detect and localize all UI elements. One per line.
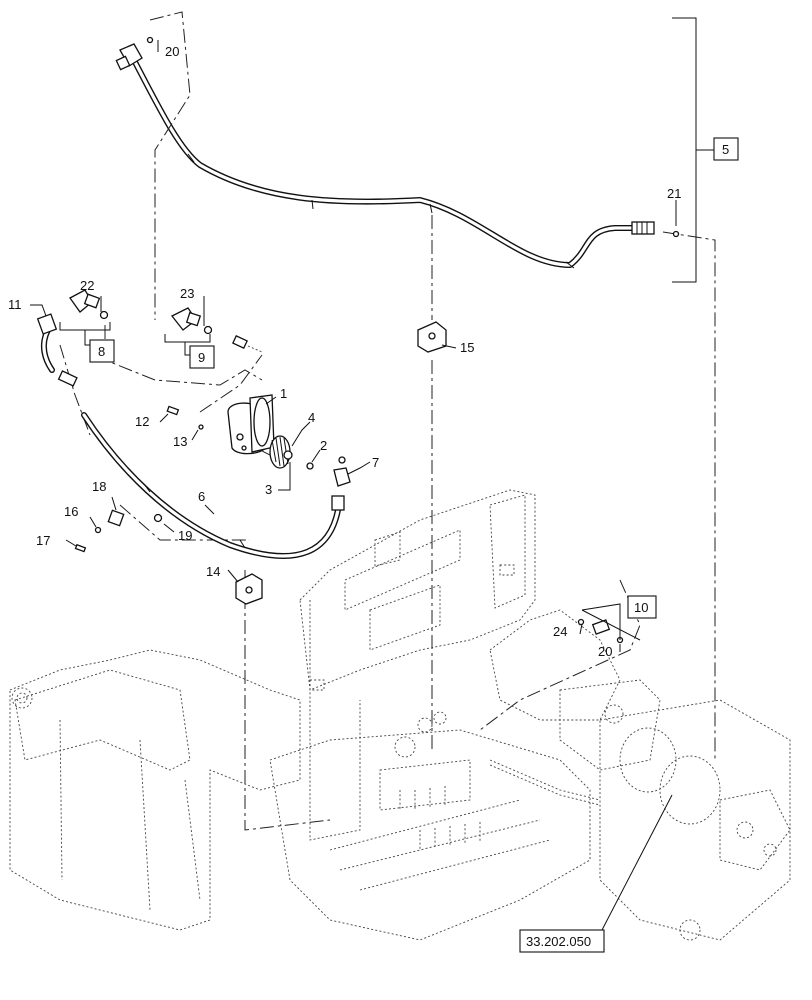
callout-19: 19 <box>178 528 192 543</box>
callout-7: 7 <box>372 455 379 470</box>
box-5 <box>713 137 739 161</box>
callout-20-top: 20 <box>165 44 179 59</box>
box-8-label: 8 <box>98 344 105 359</box>
callout-18: 18 <box>92 479 106 494</box>
callout-leaders <box>30 40 677 931</box>
box-9-label: 9 <box>198 350 205 365</box>
callout-2: 2 <box>320 438 327 453</box>
box-5-label: 5 <box>722 142 729 157</box>
machine-frame-phantom <box>9 489 791 941</box>
box-10-label: 10 <box>634 600 648 615</box>
callout-14: 14 <box>206 564 220 579</box>
callout-21: 21 <box>667 186 681 201</box>
small-hardware <box>74 36 680 644</box>
callout-6: 6 <box>198 489 205 504</box>
callout-24: 24 <box>553 624 567 639</box>
motor-gear-assembly <box>166 394 314 470</box>
callout-4: 4 <box>308 410 315 425</box>
clamp-15 <box>417 321 447 353</box>
upper-hose-assembly <box>115 43 655 269</box>
fitting-assembly-8 <box>59 289 111 346</box>
clamp-14 <box>235 573 263 605</box>
callout-3: 3 <box>265 482 272 497</box>
callout-17: 17 <box>36 533 50 548</box>
lower-hose-assembly <box>36 313 351 560</box>
callout-22: 22 <box>80 278 94 293</box>
bracket-5 <box>672 17 714 283</box>
callout-11: 11 <box>8 297 22 312</box>
box-9 <box>189 345 215 369</box>
callout-16: 16 <box>64 504 78 519</box>
fitting-assembly-9 <box>164 307 263 356</box>
box-8 <box>89 339 115 363</box>
callout-labels: 20 21 22 23 11 15 1 4 12 13 2 7 3 18 6 1… <box>8 44 681 659</box>
callout-12: 12 <box>135 414 149 429</box>
box-10 <box>627 595 657 619</box>
reference-label: 33.202.050 <box>526 934 591 949</box>
callout-13: 13 <box>173 434 187 449</box>
callout-1: 1 <box>280 386 287 401</box>
callout-23: 23 <box>180 286 194 301</box>
reference-box <box>519 929 605 953</box>
boxed-references: 5 8 9 10 33.202.050 <box>89 137 739 953</box>
callout-15: 15 <box>460 340 474 355</box>
alignment-lines <box>59 11 716 831</box>
callout-20-bottom: 20 <box>598 644 612 659</box>
